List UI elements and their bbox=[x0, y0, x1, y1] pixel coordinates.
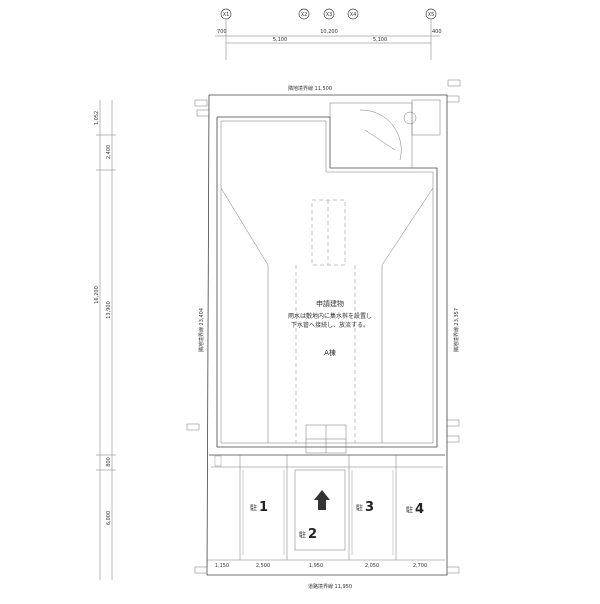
building-title: 申請建物 bbox=[316, 299, 344, 308]
parking-1-mark: 駐 bbox=[250, 503, 257, 512]
boundary-bottom-label: 道路境界線 11,950 bbox=[308, 583, 352, 590]
axis-x4-marker bbox=[347, 8, 359, 20]
parking-numbers: 駐 1 駐 2 駐 3 駐 4 bbox=[250, 500, 424, 542]
axis-x1-marker bbox=[220, 8, 232, 20]
dim-span-b: 5,100 bbox=[373, 37, 387, 43]
top-dimensions: 700 10,200 400 5,100 5,100 bbox=[215, 29, 442, 44]
building-labels: 申請建物 雨水は敷地内に集水桝を設置し 下水管へ接続し、放流する。 A棟 bbox=[288, 299, 372, 357]
dim-bottom-b4: 2,050 bbox=[365, 563, 379, 569]
column-axis-markers: X1 X2 X3 X4 X5 bbox=[220, 8, 437, 60]
dim-bottom-b3: 1,950 bbox=[309, 563, 323, 569]
dim-bottom-b5: 2,700 bbox=[413, 563, 427, 569]
axis-x2-marker bbox=[298, 8, 310, 20]
boundary-left-label: 隣地境界線 23,404 bbox=[198, 308, 205, 352]
dim-bottom-b1: 1,150 bbox=[215, 563, 229, 569]
axis-x5-marker bbox=[425, 8, 437, 20]
axis-x3-marker bbox=[323, 8, 335, 20]
axis-x3-label: X3 bbox=[326, 12, 333, 18]
dim-right-offset: 400 bbox=[432, 29, 442, 35]
dim-span-a: 5,100 bbox=[273, 37, 287, 43]
parking-2-number: 2 bbox=[308, 527, 317, 542]
building-note-line2: 下水管へ接続し、放流する。 bbox=[291, 321, 369, 329]
dim-left-offset: 700 bbox=[217, 29, 227, 35]
site-boundary: 隣地境界線 11,500 道路境界線 11,950 隣地境界線 23,404 隣… bbox=[198, 85, 460, 590]
building-a-outline bbox=[216, 99, 441, 448]
parking-4-number: 4 bbox=[415, 502, 424, 517]
dim-left-d4: 13,900 bbox=[106, 301, 112, 319]
dim-left-d2: 2,400 bbox=[106, 145, 112, 159]
building-note-line1: 雨水は敷地内に集水桝を設置し bbox=[288, 312, 372, 320]
dim-left-d5: 800 bbox=[106, 457, 112, 467]
axis-x2-label: X2 bbox=[301, 12, 308, 18]
left-dimensions: 1,052 2,400 16,200 13,900 800 6,000 bbox=[94, 100, 116, 580]
survey-markers bbox=[186, 79, 461, 574]
parking-3-mark: 駐 bbox=[356, 503, 363, 512]
parking-area: 1,150 2,500 1,950 2,050 2,700 bbox=[207, 454, 445, 569]
parking-4-mark: 駐 bbox=[406, 505, 413, 514]
entrance bbox=[305, 424, 347, 454]
dim-bottom-b2: 2,500 bbox=[256, 563, 270, 569]
direction-arrow-icon bbox=[314, 490, 330, 510]
parking-3-number: 3 bbox=[365, 500, 374, 515]
boundary-right-label: 隣地境界線 23,357 bbox=[453, 308, 460, 352]
roof-lines bbox=[220, 187, 434, 443]
axis-x5-label: X5 bbox=[428, 12, 435, 18]
axis-x4-label: X4 bbox=[350, 12, 357, 18]
building-name: A棟 bbox=[324, 348, 336, 357]
dim-total-width: 10,200 bbox=[320, 29, 338, 35]
dim-left-d1: 1,052 bbox=[94, 111, 100, 125]
parking-2-mark: 駐 bbox=[299, 530, 306, 539]
axis-x1-label: X1 bbox=[223, 12, 230, 18]
dim-left-d3: 16,200 bbox=[94, 286, 100, 304]
dim-left-d6: 6,000 bbox=[106, 511, 112, 525]
parking-1-number: 1 bbox=[259, 500, 268, 515]
boundary-top-label: 隣地境界線 11,500 bbox=[288, 85, 332, 92]
